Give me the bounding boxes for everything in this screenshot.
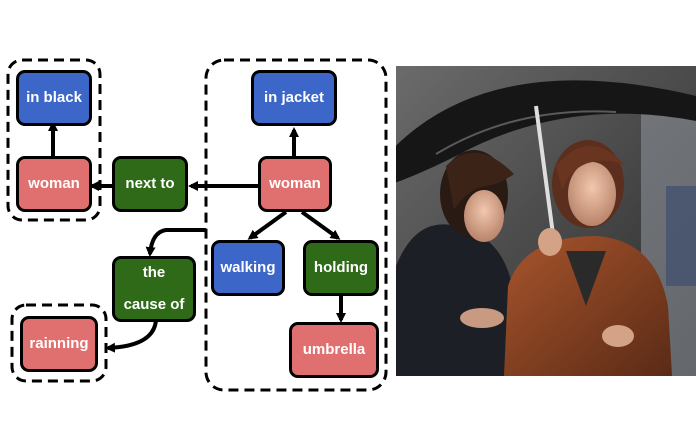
node-umbrella-label: umbrella: [302, 341, 366, 358]
node-walking: walking: [211, 240, 285, 296]
node-the-cause-of-line1: the: [142, 264, 166, 281]
node-rainning: rainning: [20, 316, 98, 372]
node-walking-label: walking: [220, 259, 276, 276]
node-holding: holding: [303, 240, 379, 296]
node-the-cause-of-label: the cause of: [124, 257, 185, 321]
edge-woman-center-to-holding: [300, 210, 341, 240]
node-woman-left-label: woman: [28, 175, 80, 192]
node-rainning-label: rainning: [29, 335, 89, 352]
node-next-to: next to: [112, 156, 188, 212]
edge-woman-center-to-walking: [247, 210, 288, 240]
group-box-bottom-left: [10, 303, 108, 383]
node-in-jacket: in jacket: [251, 70, 337, 126]
photo-illustration: [396, 66, 696, 376]
node-woman-left: woman: [16, 156, 92, 212]
node-in-black-label: in black: [26, 89, 82, 106]
node-holding-label: holding: [313, 259, 369, 276]
group-box-left: [6, 58, 102, 222]
photo-two-women-umbrella: [396, 66, 696, 376]
node-the-cause-of: the cause of: [112, 256, 196, 322]
edge-woman-center-to-the-cause-of: [145, 228, 206, 257]
node-in-black: in black: [16, 70, 92, 126]
edge-the-cause-of-to-rainning: [105, 319, 158, 353]
node-woman-center-label: woman: [269, 175, 321, 192]
group-box-center: [204, 58, 388, 392]
node-umbrella: umbrella: [289, 322, 379, 378]
scene-graph: [6, 58, 388, 392]
node-next-to-label: next to: [125, 175, 175, 192]
node-woman-center: woman: [258, 156, 332, 212]
node-the-cause-of-line2: cause of: [123, 296, 185, 313]
node-in-jacket-label: in jacket: [263, 89, 325, 106]
